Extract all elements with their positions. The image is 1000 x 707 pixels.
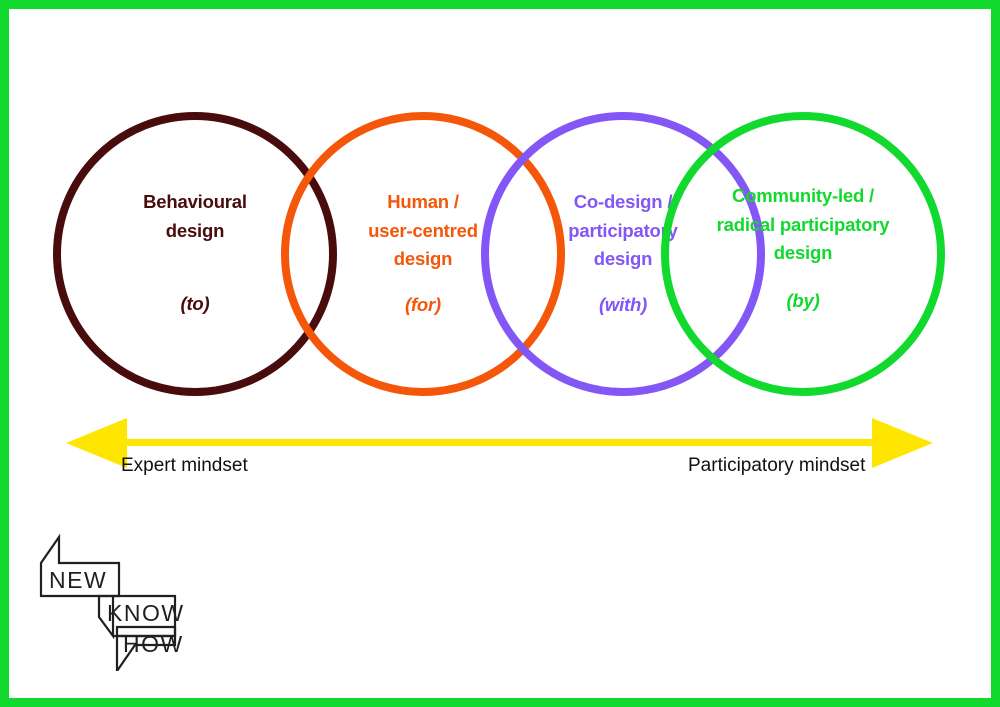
circle-title-community-led-design: Community-led / radical participatory de… [716,185,890,263]
circle-preposition-community-led-design: (by) [786,289,820,311]
circles-stage: Behavioural design (to) Human / user-cen… [53,112,945,396]
circle-preposition-human-centred-design: (for) [405,293,441,315]
label-expert-mindset: Expert mindset [121,455,248,476]
circle-title-human-centred-design: Human / user-centred design [368,191,478,269]
circle-title-behavioural-design: Behavioural design [143,191,247,241]
label-participatory-mindset: Participatory mindset [688,455,866,476]
frame-border-right [991,0,1000,707]
circle-preposition-co-design: (with) [598,293,648,315]
new-know-how-logo-icon: NEW KNOW HOW [39,533,185,675]
logo-new-know-how: NEW KNOW HOW [33,531,193,675]
logo-text-know: KNOW [107,600,185,626]
double-arrow-icon [66,418,933,468]
circle-title-co-design: Co-design / participatory design [568,191,678,269]
circle-preposition-behavioural-design: (to) [180,293,210,314]
circle-community-led-design: Community-led / radical participatory de… [661,112,945,396]
logo-text-how: HOW [123,631,184,657]
frame-border-left [0,0,9,707]
mindset-axis [0,412,1000,474]
frame-border-bottom [0,698,1000,707]
frame-border-top [0,0,1000,9]
logo-text-new: NEW [49,567,107,593]
